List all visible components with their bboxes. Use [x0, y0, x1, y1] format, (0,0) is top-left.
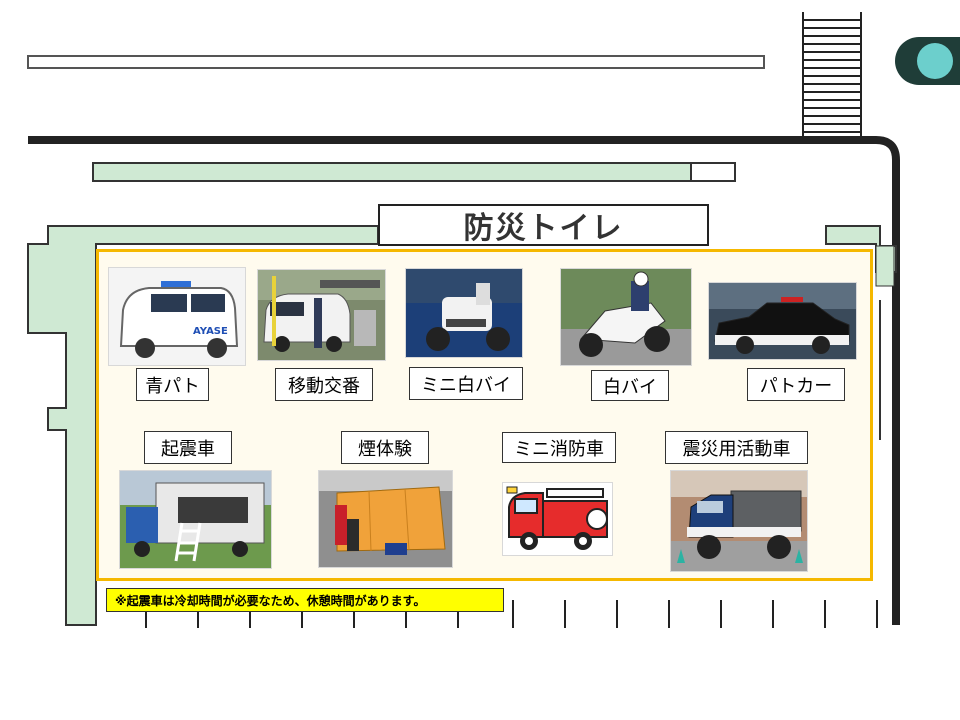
map-marker-icon	[895, 37, 960, 85]
vehicle-label-mini-fire-engine: ミニ消防車	[502, 432, 616, 463]
vehicle-label-police-bike: 白バイ	[591, 370, 669, 401]
svg-text:AYASE: AYASE	[193, 326, 228, 337]
vehicle-label-mobile-police-box: 移動交番	[275, 368, 373, 401]
patrol-car-photo	[708, 282, 857, 360]
earthquake-simulator-truck-photo	[119, 470, 272, 569]
disaster-toilet-sign: 防災トイレ	[378, 204, 709, 246]
mobile-police-box-photo	[257, 269, 386, 361]
mini-police-motorcycle-photo	[405, 268, 523, 358]
police-motorcycle-photo	[560, 268, 692, 366]
vehicle-label-earthquake-truck: 起震車	[144, 431, 232, 464]
disaster-response-vehicle-photo	[670, 470, 808, 572]
vehicle-label-smoke-experience: 煙体験	[341, 431, 429, 464]
vehicle-label-patrol-car: パトカー	[747, 368, 845, 401]
blue-patrol-van-photo: AYASE	[108, 267, 246, 366]
crosswalk	[802, 12, 862, 136]
vehicle-label-blue-patrol: 青パト	[136, 368, 209, 401]
cooling-time-note: ※起震車は冷却時間が必要なため、休憩時間があります。	[106, 588, 504, 612]
smoke-experience-tent-photo	[318, 470, 453, 568]
vehicle-label-mini-police-bike: ミニ白バイ	[409, 367, 523, 400]
parking-lines	[145, 600, 878, 628]
mini-fire-engine-illustration	[502, 482, 613, 556]
vehicle-label-disaster-vehicle: 震災用活動車	[665, 431, 808, 464]
